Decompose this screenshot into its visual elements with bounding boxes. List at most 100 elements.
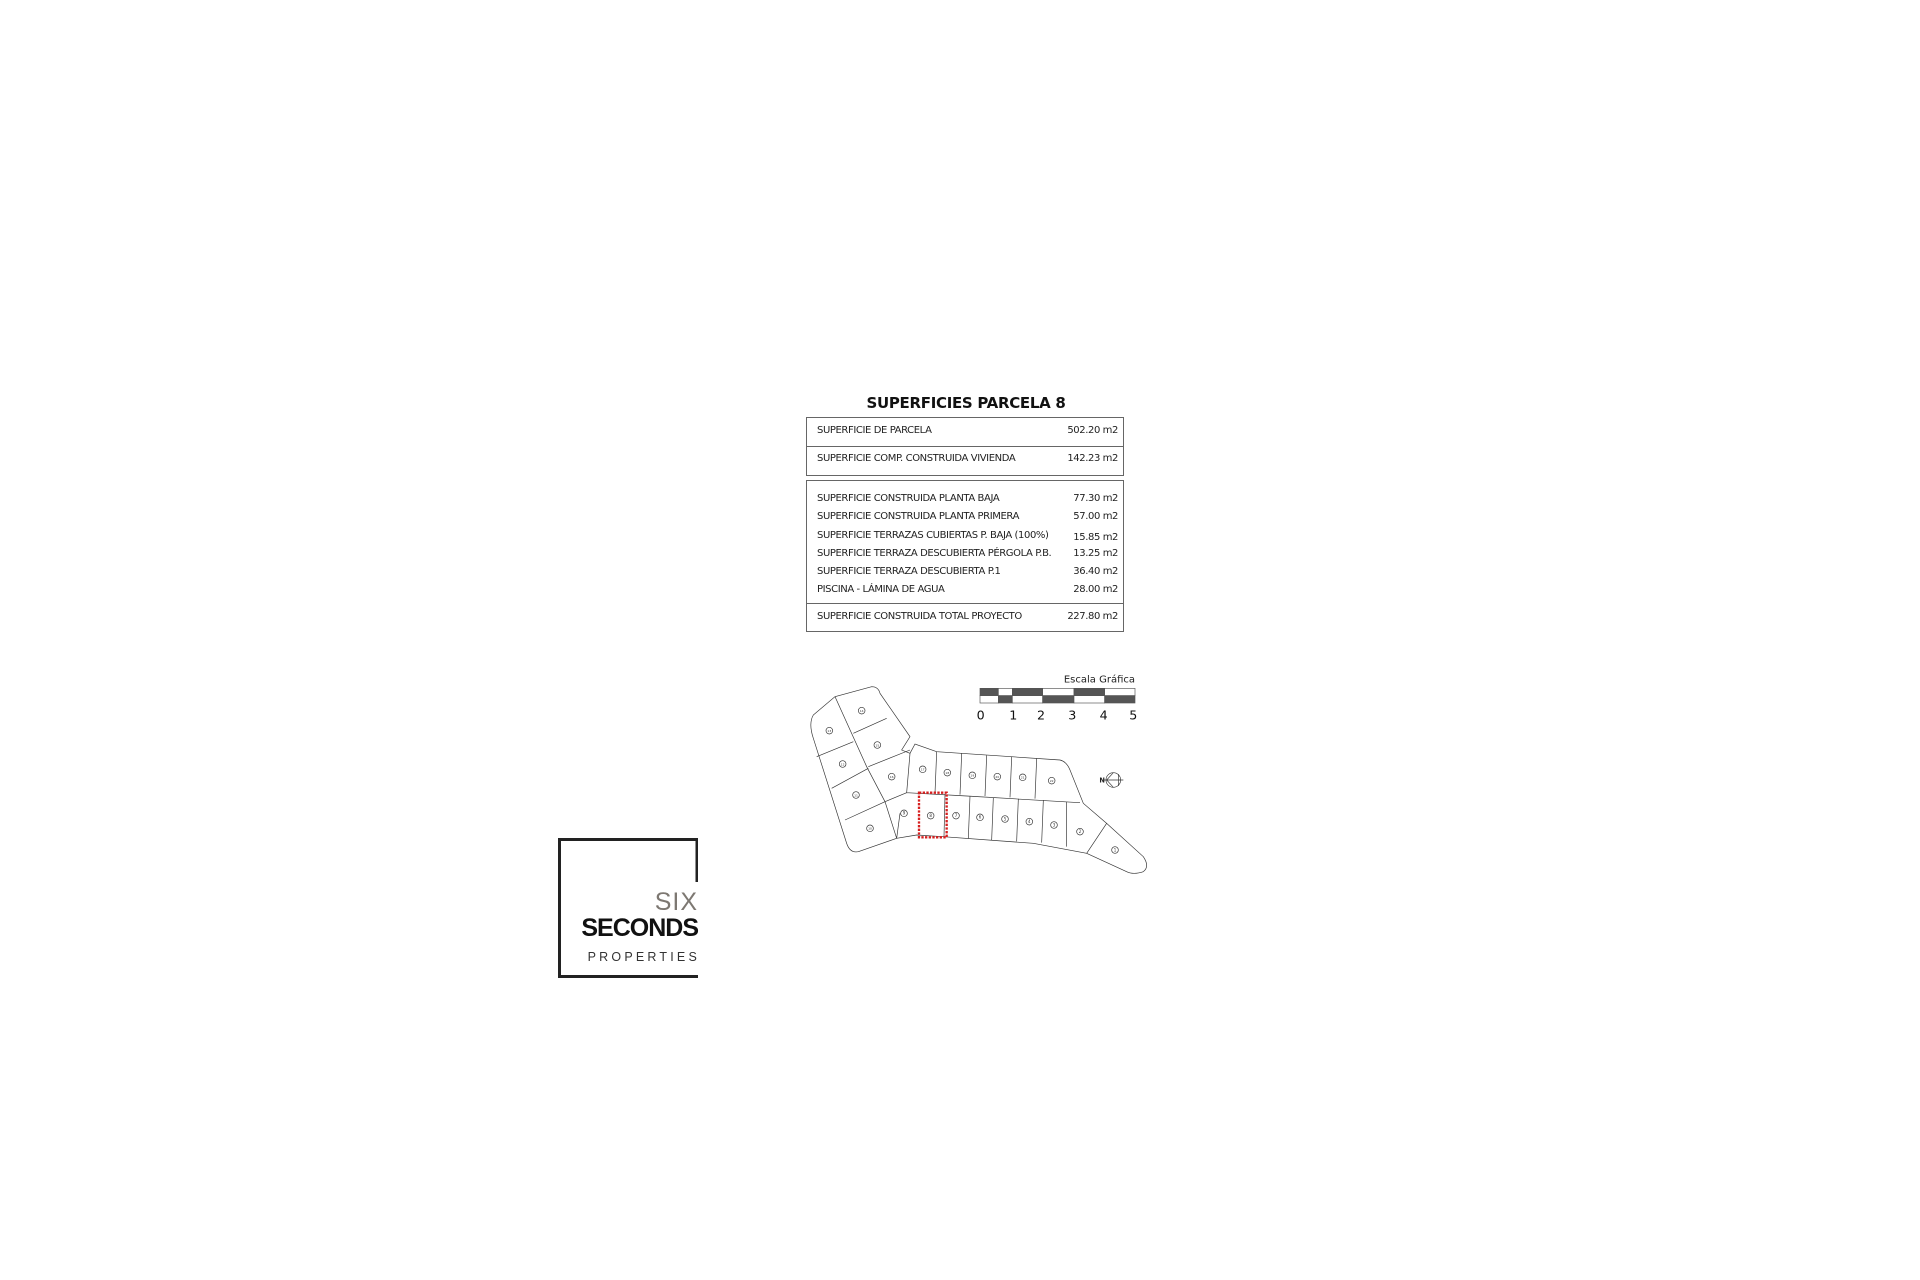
lot-number: 15 [875, 743, 879, 747]
lot-number: 22 [1050, 779, 1054, 783]
lot-marker [852, 791, 860, 799]
summary-box: SUPERFICIE DE PARCELA 502.20 m2 SUPERFIC… [806, 417, 1124, 476]
lot-number: 18 [945, 771, 949, 775]
logo-frame [558, 838, 698, 978]
logo-six: SIX [654, 888, 698, 916]
divider [807, 446, 1123, 447]
row-label: SUPERFICIE COMP. CONSTRUIDA VIVIENDA [817, 453, 1016, 464]
lot-number: 3 [1053, 822, 1056, 827]
scale-segment [1012, 695, 1043, 704]
lot-marker [976, 813, 984, 821]
detail-box: SUPERFICIE CONSTRUIDA PLANTA BAJA 77.30 m… [806, 480, 1124, 632]
divider [807, 603, 1123, 604]
scale-segment [1073, 688, 1105, 696]
lot-marker [968, 771, 976, 779]
lot-marker [888, 773, 896, 781]
lot-number: 5 [1004, 816, 1007, 821]
lot-number: 16 [890, 775, 894, 779]
logo-seconds: SECONDS [581, 914, 699, 942]
lot-number: 12 [841, 762, 845, 766]
lot-marker [1076, 828, 1084, 836]
row-value: 227.80 m2 [1067, 611, 1118, 622]
scale-segment [1104, 688, 1136, 696]
lot-number: 17 [921, 768, 925, 772]
scale-segment [1042, 695, 1075, 704]
lot-marker [952, 812, 960, 820]
scale-segment [1104, 695, 1136, 704]
lot-marker [1025, 818, 1033, 826]
scale-segment [979, 695, 999, 704]
lot-marker [839, 760, 847, 768]
row-value: 36.40 m2 [1073, 566, 1118, 577]
row-value: 15.85 m2 [1073, 532, 1118, 543]
table-title: SUPERFICIES PARCELA 8 [866, 394, 1066, 412]
lot-number: 1 [1114, 847, 1117, 852]
lot-number: 4 [1028, 819, 1031, 824]
scale-segment [1073, 695, 1105, 704]
row-label: PISCINA - LÁMINA DE AGUA [817, 584, 945, 595]
row-label: SUPERFICIE CONSTRUIDA PLANTA PRIMERA [817, 511, 1020, 522]
row-label: SUPERFICIE TERRAZAS CUBIERTAS P. BAJA (1… [817, 530, 1049, 541]
row-value: 142.23 m2 [1067, 453, 1118, 464]
scale-title: Escala Gráfica [1064, 674, 1135, 686]
scale-segment [997, 688, 1013, 696]
lot-number: 10 [868, 827, 872, 831]
lot-marker [919, 765, 927, 773]
lot-marker [900, 809, 908, 817]
lot-number: 21 [1021, 776, 1025, 780]
lot-dividers [816, 696, 1107, 854]
scale-tick-label: 1 [1009, 707, 1017, 722]
north-label: N [1099, 777, 1105, 785]
scale-segment [1012, 688, 1043, 696]
row-value: 77.30 m2 [1073, 493, 1118, 504]
lot-number: 2 [1079, 829, 1082, 834]
scale-tick-label: 2 [1037, 707, 1045, 722]
lot-number: 6 [979, 815, 982, 820]
highlighted-lot-8 [917, 791, 948, 839]
lot-marker [1048, 777, 1056, 785]
scale-segment [979, 688, 999, 696]
lot-marker [943, 769, 951, 777]
lot-marker [866, 824, 874, 832]
lot-number: 9 [903, 811, 906, 816]
scale-tick-label: 5 [1129, 707, 1137, 722]
six-seconds-logo: SIX SECONDS PROPERTIES [558, 838, 700, 978]
lot-marker [1019, 773, 1027, 781]
lot-number: 14 [860, 709, 864, 713]
lot-number: 19 [970, 774, 974, 778]
scale-bar [979, 688, 1136, 704]
scale-tick-label: 3 [1068, 707, 1076, 722]
row-value: 57.00 m2 [1073, 511, 1118, 522]
row-label: SUPERFICIE DE PARCELA [817, 425, 932, 436]
lot-marker [1001, 815, 1009, 823]
row-value: 13.25 m2 [1073, 548, 1118, 559]
lot-marker [927, 812, 935, 820]
lot-number: 13 [827, 729, 831, 733]
row-label: SUPERFICIE TERRAZA DESCUBIERTA PÉRGOLA P… [817, 548, 1052, 559]
row-value: 28.00 m2 [1073, 584, 1118, 595]
lot-outlines [810, 686, 1147, 874]
lot-number: 7 [955, 813, 958, 818]
lot-marker [993, 773, 1001, 781]
row-value: 502.20 m2 [1067, 425, 1118, 436]
logo-properties: PROPERTIES [587, 950, 700, 964]
lot-marker [1111, 846, 1119, 854]
scale-ticks: 0 1 2 3 4 5 [977, 707, 1138, 722]
scale-segment [1042, 688, 1075, 696]
site-boundary [810, 686, 1147, 874]
row-label: SUPERFICIE CONSTRUIDA PLANTA BAJA [817, 493, 1000, 504]
scale-tick-label: 4 [1100, 707, 1108, 722]
scale-tick-label: 0 [977, 707, 985, 722]
lot-number: 8 [929, 813, 932, 818]
lot-marker [825, 727, 833, 735]
lot-marker [858, 707, 866, 715]
row-label: SUPERFICIE TERRAZA DESCUBIERTA P.1 [817, 566, 1001, 577]
north-arrow-icon: N [1099, 772, 1124, 788]
row-label: SUPERFICIE CONSTRUIDA TOTAL PROYECTO [817, 611, 1022, 622]
scale-segment [997, 695, 1013, 704]
lot-marker [873, 741, 881, 749]
lot-marker [1050, 821, 1058, 829]
lot-number: 11 [854, 793, 858, 797]
